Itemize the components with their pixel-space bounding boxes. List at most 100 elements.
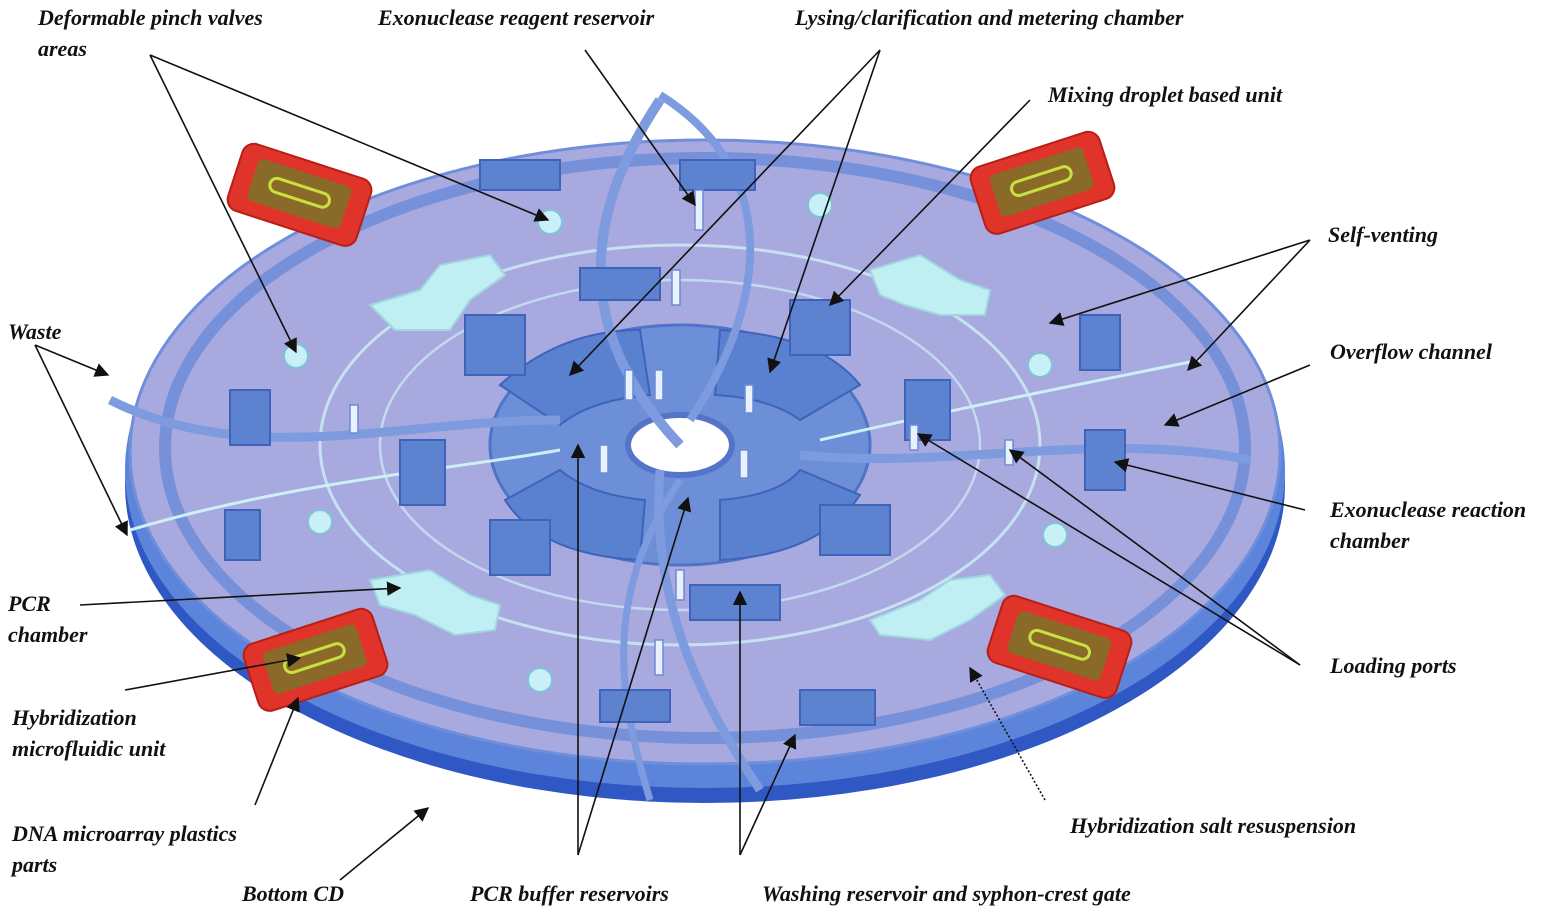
pinch-valve — [1042, 522, 1068, 548]
reservoir-block — [599, 689, 671, 723]
arrow-loading-port-1 — [916, 433, 1301, 666]
label-overflow-channel: Overflow channel — [1330, 339, 1492, 364]
label-pcr-chamber: PCR chamber — [8, 588, 87, 650]
label-line: Deformable pinch valves — [38, 5, 263, 30]
pinch-valve — [807, 192, 833, 218]
spiral-channel — [799, 444, 1251, 465]
label-line: DNA microarray plastics — [12, 821, 237, 846]
arrow-mixing-droplet — [828, 99, 1031, 307]
microarray-part — [242, 607, 389, 712]
arrow-overflow — [1163, 364, 1311, 427]
loading-port — [675, 569, 685, 601]
reservoir-block — [689, 584, 781, 621]
spiral-channel — [657, 91, 755, 423]
arrow-self-venting-1 — [1048, 239, 1311, 326]
arrow-pcr-buffer-2 — [577, 496, 692, 856]
label-line: Exonuclease reaction — [1330, 497, 1527, 522]
arrow-hybridization-unit — [124, 653, 302, 691]
label-deformable-pinch-valves: Deformable pinch valves areas — [38, 2, 263, 64]
label-line: Hybridization — [12, 705, 137, 730]
arrow-lysing-1 — [569, 49, 881, 377]
label-loading-ports: Loading ports — [1330, 653, 1457, 678]
reservoir-block — [789, 299, 851, 356]
label-self-venting: Self-venting — [1328, 222, 1438, 247]
reservoir-block — [224, 509, 261, 561]
label-hybridization-unit: Hybridization microfluidic unit — [12, 702, 165, 764]
reservoir-block — [819, 504, 891, 556]
reservoir-block — [579, 267, 661, 301]
spiral-channel — [620, 478, 683, 802]
loading-port — [909, 424, 919, 451]
label-hybridization-salt: Hybridization salt resuspension — [1070, 813, 1357, 838]
reservoir-block — [489, 519, 551, 576]
label-line: PCR — [8, 591, 51, 616]
microarray-part — [226, 142, 373, 247]
reservoir-block — [679, 159, 756, 191]
outer-waste-channel — [159, 152, 1251, 744]
callout-arrows — [34, 49, 1311, 881]
microarray-part — [986, 594, 1133, 699]
label-bottom-cd: Bottom CD — [242, 881, 345, 906]
loading-port — [1004, 439, 1014, 466]
arrow-washing-2 — [739, 733, 797, 856]
pcr-chamber — [868, 253, 992, 316]
label-line: areas — [38, 36, 87, 61]
pcr-chamber — [368, 253, 507, 331]
channel — [819, 358, 1201, 442]
label-dna-microarray: DNA microarray plastics parts — [12, 818, 237, 880]
loading-port — [624, 369, 634, 401]
arrow-loading-port-2 — [1008, 449, 1301, 666]
loading-port — [654, 369, 664, 401]
pinch-valve — [1027, 352, 1053, 378]
arrow-exonuclease-reagent — [584, 49, 696, 207]
loading-port — [349, 404, 359, 434]
label-mixing-droplet-unit: Mixing droplet based unit — [1048, 82, 1283, 107]
microarray-part — [969, 130, 1116, 235]
pinch-valve — [283, 343, 309, 369]
arrow-self-venting-2 — [1187, 239, 1311, 372]
loading-port — [744, 384, 754, 414]
pcr-chamber — [868, 573, 1007, 642]
reservoir-block — [479, 159, 561, 191]
label-exonuclease-reaction-chamber: Exonuclease reaction chamber — [1330, 494, 1526, 556]
label-line: chamber — [1330, 528, 1410, 553]
label-line: parts — [12, 852, 58, 877]
lysing-chamber — [503, 468, 647, 562]
arrow-dna-microarray — [254, 696, 300, 806]
arrow-lysing-2 — [767, 49, 881, 374]
label-line: microfluidic unit — [12, 736, 166, 761]
reservoir-block — [1084, 429, 1126, 491]
arrow-pinch-valve-1 — [149, 54, 550, 222]
label-lysing-chamber: Lysing/clarification and metering chambe… — [795, 5, 1184, 30]
spiral-channel — [107, 395, 561, 442]
loading-port — [739, 449, 749, 479]
reservoir-block — [229, 389, 271, 446]
arrow-exonuclease-reaction — [1113, 458, 1306, 511]
lysing-chamber — [498, 328, 652, 427]
label-washing-reservoir: Washing reservoir and syphon-crest gate — [762, 881, 1131, 906]
pinch-valve — [527, 667, 553, 693]
reservoir-block — [399, 439, 446, 506]
arrow-bottom-cd — [339, 807, 430, 881]
pcr-chamber — [368, 568, 502, 637]
pinch-valve — [537, 209, 563, 235]
arrow-pcr-chamber — [79, 581, 402, 606]
arrow-hybridization-salt — [969, 666, 1046, 801]
arrow-waste-2 — [34, 344, 128, 537]
arrow-waste-1 — [34, 344, 110, 377]
label-exonuclease-reagent-reservoir: Exonuclease reagent reservoir — [378, 5, 655, 30]
loading-port — [599, 444, 609, 474]
label-waste: Waste — [8, 319, 62, 344]
reservoir-block — [799, 689, 876, 726]
loading-port — [671, 269, 681, 306]
pinch-valve — [307, 509, 333, 535]
reservoir-block — [464, 314, 526, 376]
reservoir-block — [1079, 314, 1121, 371]
arrow-pinch-valve-2 — [149, 54, 297, 354]
label-pcr-buffer-reservoirs: PCR buffer reservoirs — [470, 881, 669, 906]
loading-port — [694, 189, 704, 231]
loading-port — [654, 639, 664, 676]
label-line: chamber — [8, 622, 88, 647]
